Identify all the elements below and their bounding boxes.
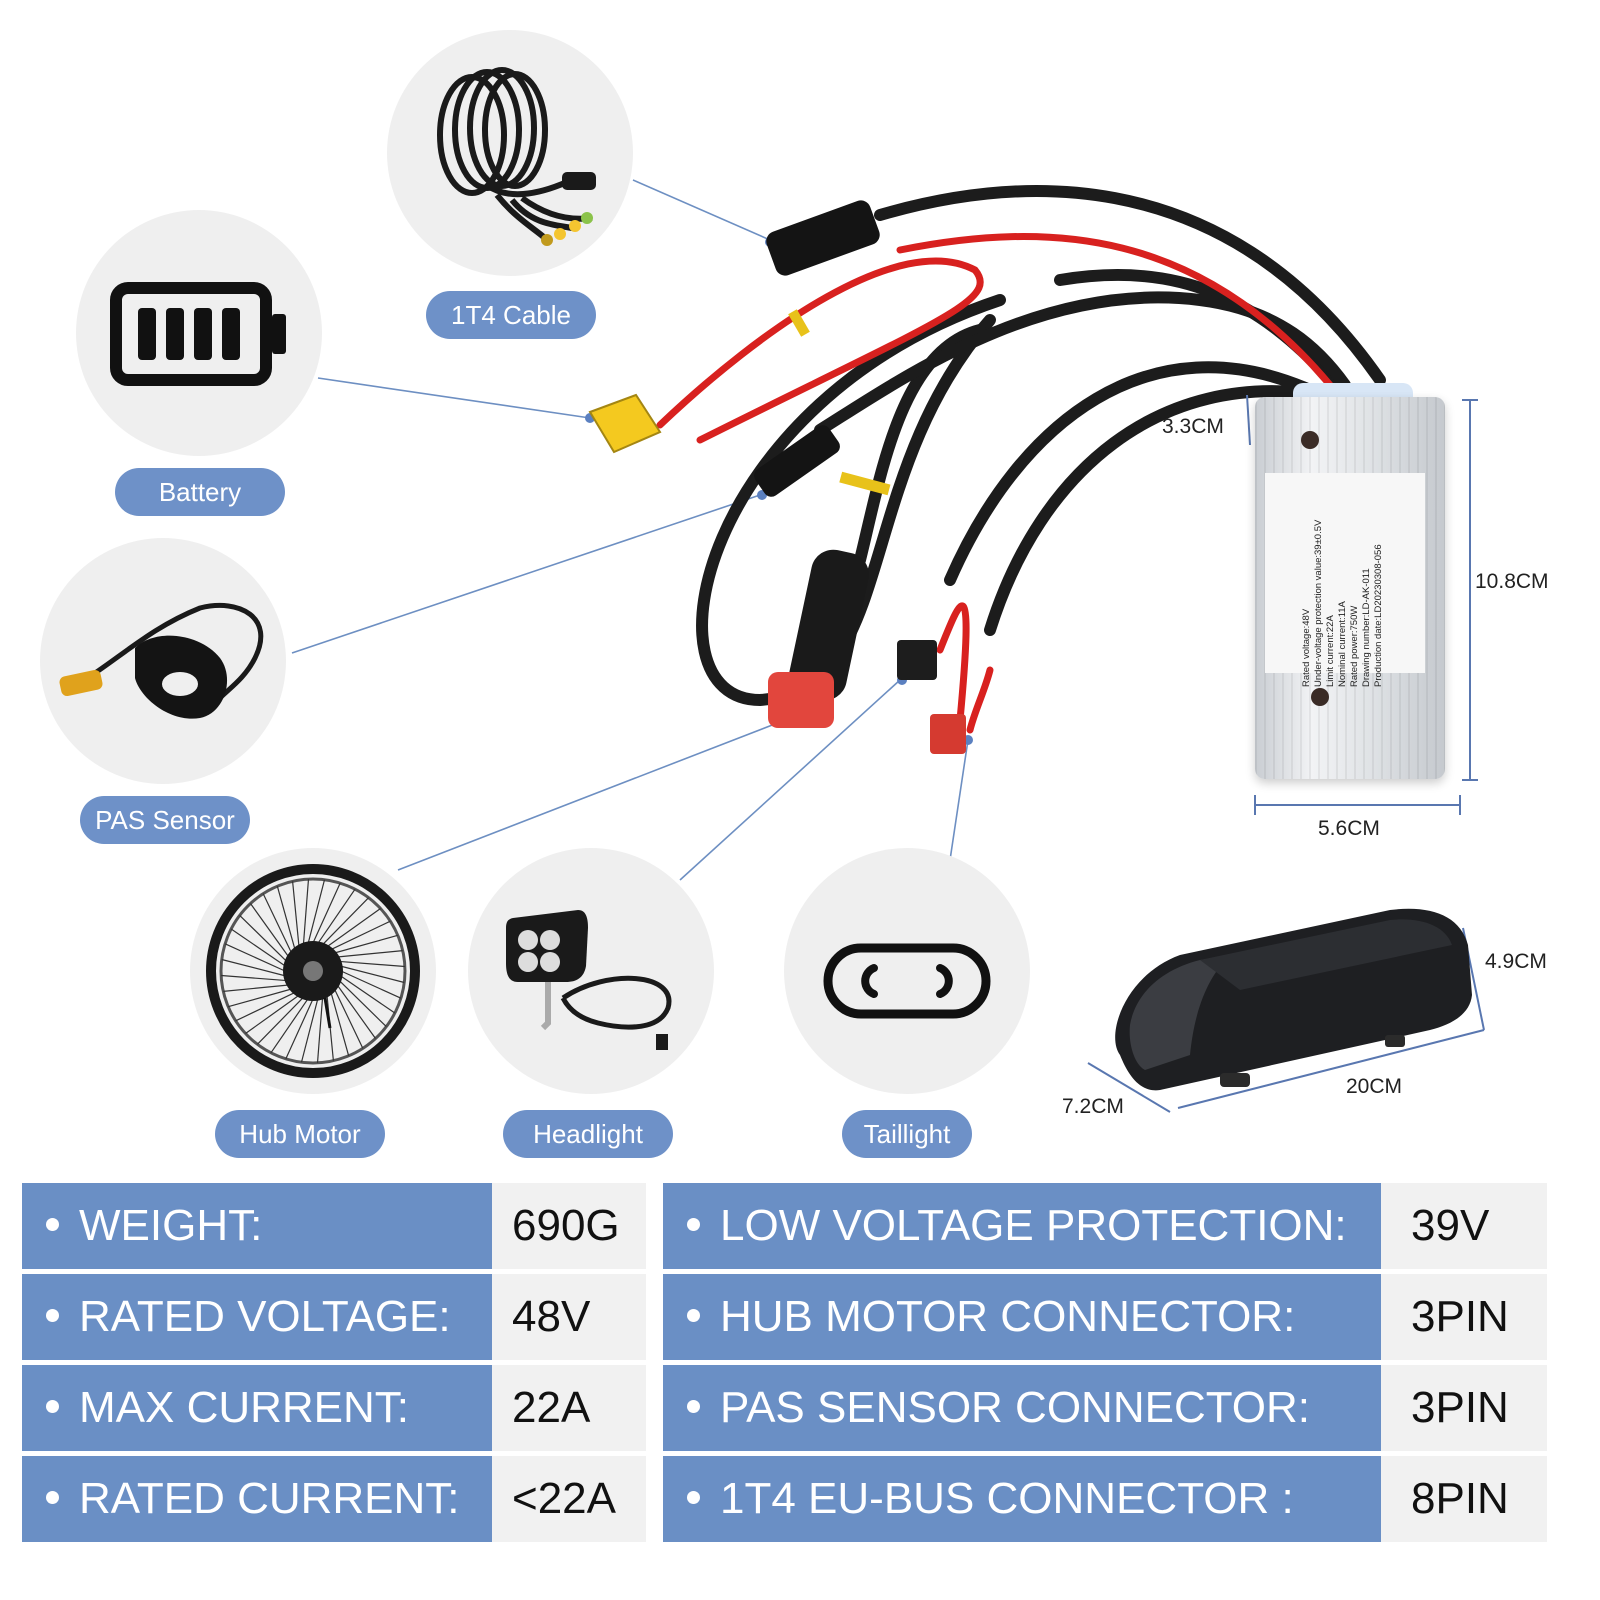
callout-lines [291,179,969,881]
battery-icon [110,282,286,386]
spec-label-rated-voltage: RATED VOLTAGE: [22,1274,492,1360]
label-nominal-current: Nominal current:11A [1337,601,1348,687]
label-headlight: Headlight [503,1110,673,1158]
battery-pack-image [1115,908,1472,1091]
cable-image [387,30,633,276]
label-rated-power: Rated power:750W [1349,605,1360,687]
dim-controller-width: 5.6CM [1318,817,1380,840]
dim-battery-width: 7.2CM [1062,1095,1124,1118]
label-hub-motor: Hub Motor [215,1110,385,1158]
spec-value-weight: 690G [492,1183,646,1269]
controller-specs-label: Rated voltage:48V Under-voltage protecti… [1265,473,1425,687]
spec-label-weight: WEIGHT: [22,1183,492,1269]
battery-image [76,210,322,456]
spec-value-max-current: 22A [492,1365,646,1451]
hub-motor-image [190,848,436,1094]
label-rated-voltage: Rated voltage:48V [1301,608,1312,687]
headlight-image [468,848,714,1094]
label-under-voltage: Under-voltage protection value:39±0.5V [1313,519,1324,687]
spec-value-low-voltage-protection: 39V [1381,1183,1547,1269]
label-taillight: Taillight [842,1110,972,1158]
spec-value-rated-current: <22A [492,1456,646,1542]
label-cable: 1T4 Cable [426,291,596,339]
spec-value-pas-sensor-connector: 3PIN [1381,1365,1547,1451]
label-limit-current: Limit current:22A [1325,615,1336,687]
dim-controller-height: 10.8CM [1475,570,1549,593]
taillight-icon [823,943,991,1019]
label-pas-sensor: PAS Sensor [80,796,250,844]
spec-value-rated-voltage: 48V [492,1274,646,1360]
label-battery: Battery [115,468,285,516]
dim-battery-length: 20CM [1346,1075,1403,1098]
label-drawing-number: Drawing number:LD-AK-011 [1361,568,1372,687]
spec-label-eu-bus-connector: 1T4 EU-BUS CONNECTOR : [663,1456,1381,1542]
spec-value-eu-bus-connector: 8PIN [1381,1456,1547,1542]
label-production-date: Production date:LD20230308-056 [1373,544,1384,687]
spec-value-hub-motor-connector: 3PIN [1381,1274,1547,1360]
spec-label-max-current: MAX CURRENT: [22,1365,492,1451]
controller-box: Rated voltage:48V Under-voltage protecti… [1255,383,1445,781]
pas-sensor-image [40,538,286,784]
dim-controller-depth: 3.3CM [1162,415,1224,438]
wiring-harness-illustration [291,179,1485,1113]
spec-label-low-voltage-protection: LOW VOLTAGE PROTECTION: [663,1183,1381,1269]
spec-label-rated-current: RATED CURRENT: [22,1456,492,1542]
dim-battery-height: 4.9CM [1485,950,1547,973]
spec-label-hub-motor-connector: HUB MOTOR CONNECTOR: [663,1274,1381,1360]
spec-label-pas-sensor-connector: PAS SENSOR CONNECTOR: [663,1365,1381,1451]
taillight-image [784,848,1030,1094]
